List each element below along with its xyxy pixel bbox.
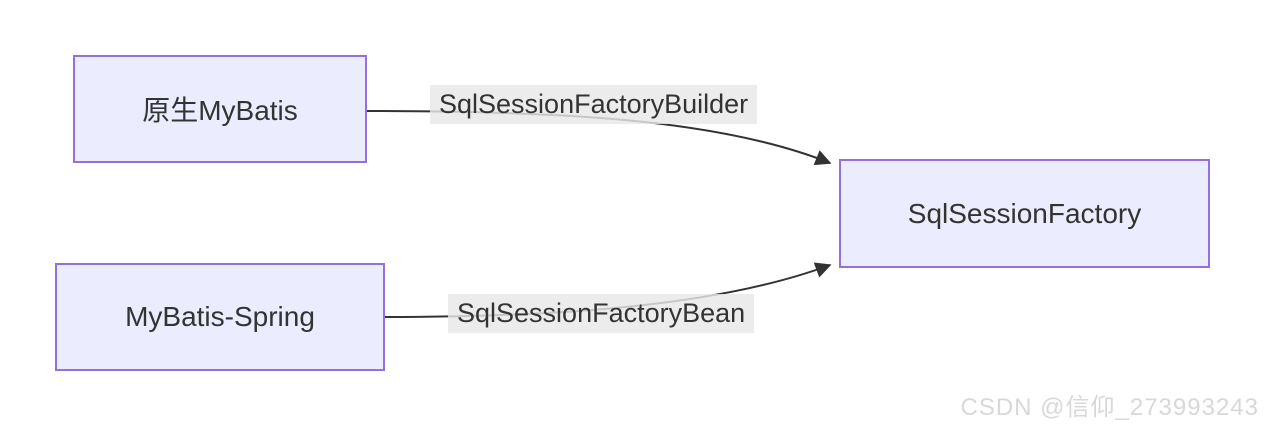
node-mybatis-spring-label: MyBatis-Spring [125, 301, 315, 332]
node-native-mybatis: 原生MyBatis [73, 55, 367, 163]
node-sqlsessionfactory: SqlSessionFactory [839, 159, 1210, 268]
csdn-watermark: CSDN @信仰_273993243 [960, 394, 1259, 421]
edge-label-sqlsessionfactorybuilder: SqlSessionFactoryBuilder [430, 85, 758, 124]
node-mybatis-spring: MyBatis-Spring [55, 263, 385, 371]
edge-label-sqlsessionfactorybean: SqlSessionFactoryBean [448, 294, 755, 333]
node-native-mybatis-label: 原生MyBatis [142, 95, 298, 126]
node-sqlsessionfactory-label: SqlSessionFactory [907, 197, 1142, 229]
